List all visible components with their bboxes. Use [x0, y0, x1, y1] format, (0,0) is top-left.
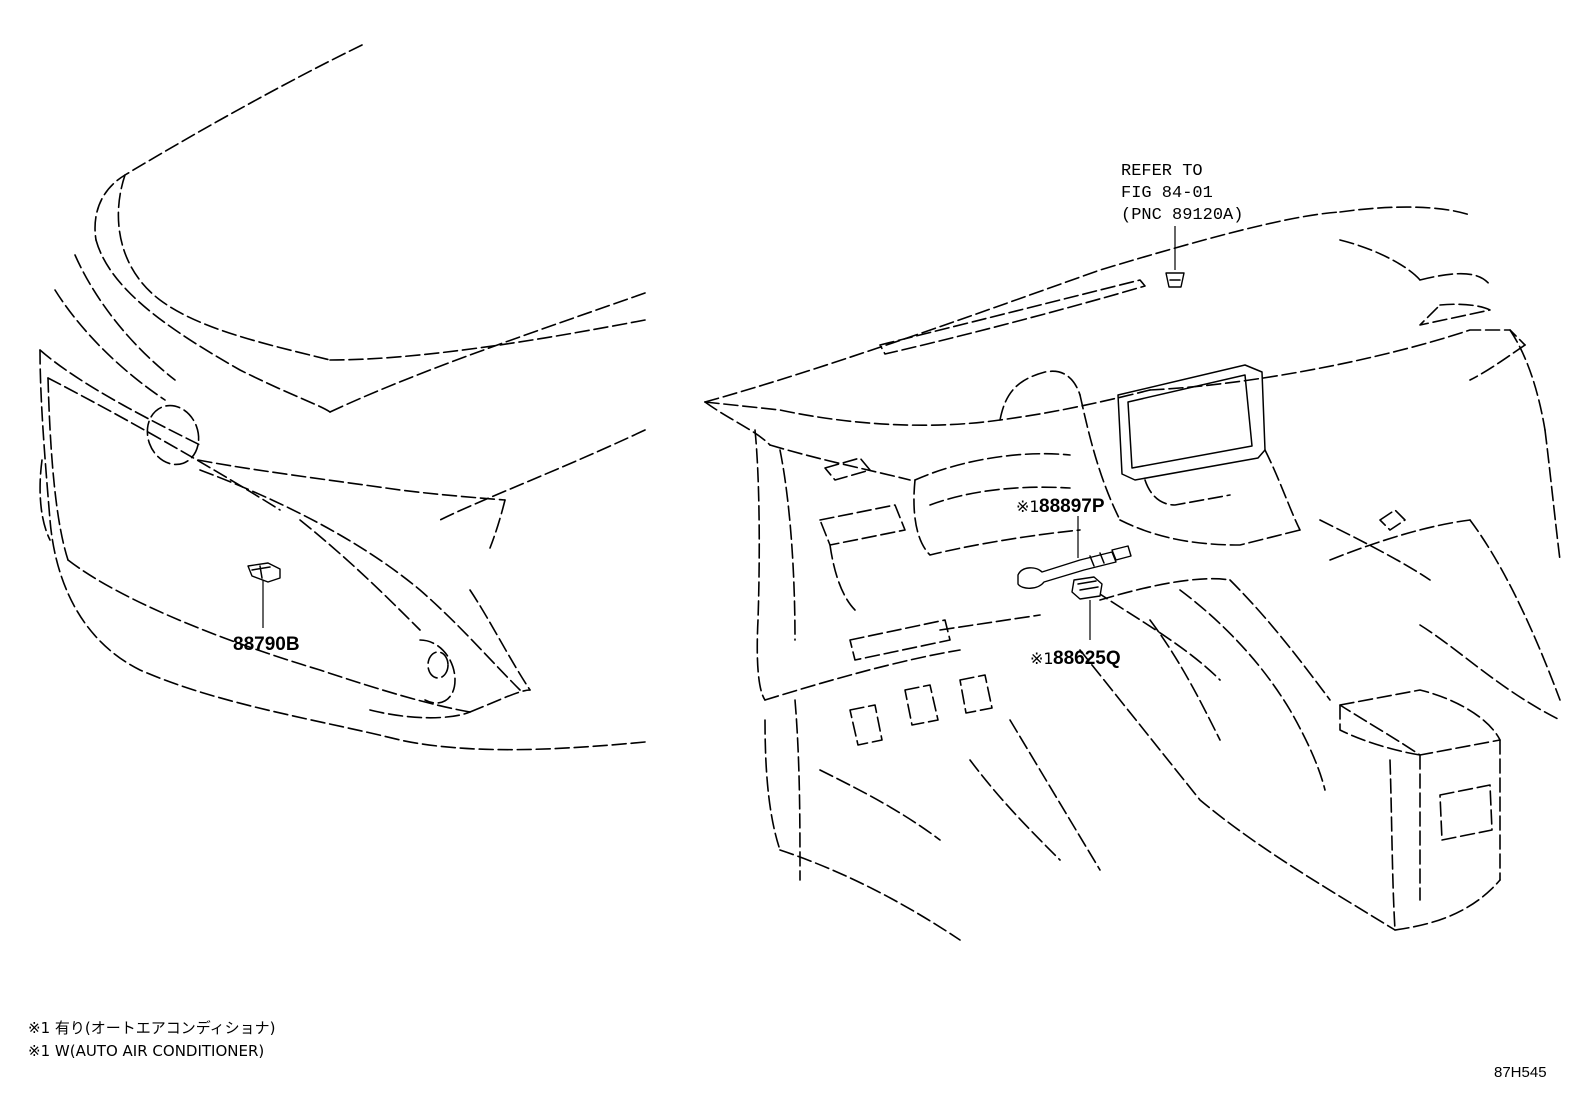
refer-line-3: (PNC 89120A)	[1121, 206, 1243, 225]
figure-id: 87H545	[1494, 1064, 1547, 1081]
callout-88625q-mark: ※1	[1030, 649, 1054, 668]
part-88790b-graphic[interactable]	[247, 562, 281, 583]
footnote-english: ※1 W(AUTO AIR CONDITIONER)	[28, 1042, 265, 1060]
callout-88897p-mark: ※1	[1016, 497, 1040, 516]
part-88625q-graphic[interactable]	[1071, 576, 1103, 600]
vehicle-front-illustration	[39, 44, 646, 751]
callout-88790b[interactable]: 88790B	[233, 634, 300, 655]
callout-88625q[interactable]: 88625Q	[1053, 648, 1121, 669]
refer-line-1: REFER TO	[1121, 162, 1203, 181]
refer-line-2: FIG 84-01	[1121, 184, 1213, 203]
callout-88897p[interactable]: 88897P	[1039, 496, 1105, 517]
clip-89120a-graphic[interactable]	[1165, 272, 1185, 288]
instrument-panel-illustration	[704, 206, 1561, 941]
part-88897p-graphic[interactable]	[1017, 545, 1132, 589]
footnote-japanese: ※1 有り(オートエアコンディショナ)	[28, 1019, 276, 1037]
